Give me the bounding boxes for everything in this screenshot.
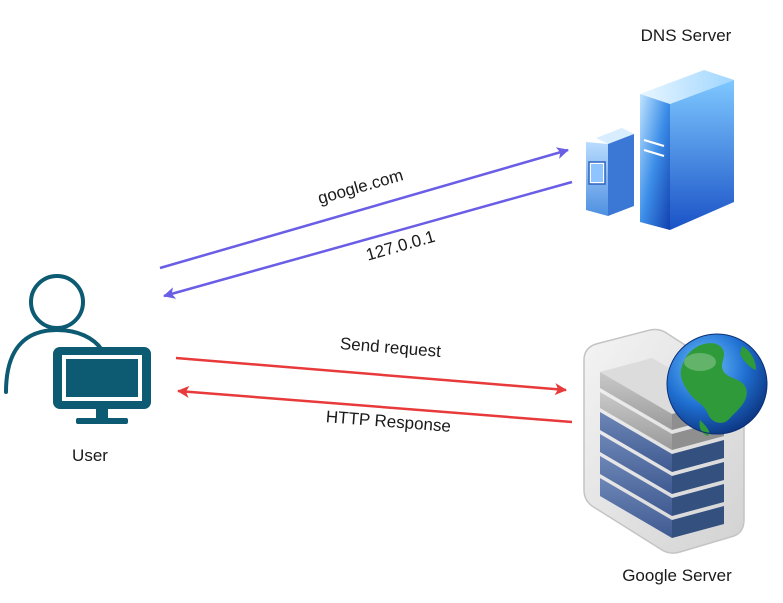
- rack-unit: [600, 456, 724, 516]
- http-request-arrow: [175, 356, 567, 396]
- globe-icon: [666, 333, 768, 436]
- edge-http-response: HTTP Response: [177, 385, 573, 436]
- dns-reply-label: 127.0.0.1: [364, 227, 437, 265]
- dns-reply-arrow: [163, 180, 573, 299]
- user-label: User: [72, 446, 108, 465]
- rack-unit: [600, 434, 724, 494]
- dns-query-arrow: [159, 147, 569, 270]
- rack-unit: [600, 412, 724, 472]
- user-computer-icon: [4, 274, 151, 424]
- edge-dns-reply: 127.0.0.1: [163, 180, 573, 299]
- http-request-label: Send request: [339, 334, 442, 361]
- dns-server-icon: [586, 70, 734, 230]
- server-rack-globe-icon: [583, 328, 768, 554]
- google-server-node: Google Server: [583, 328, 768, 585]
- http-response-arrow: [177, 385, 573, 424]
- rack-unit: [600, 478, 724, 538]
- edge-http-request: Send request: [175, 334, 567, 396]
- user-node: User: [4, 274, 151, 465]
- dns-server-label: DNS Server: [641, 26, 732, 45]
- dns-server-node: DNS Server: [586, 26, 734, 230]
- google-server-label: Google Server: [622, 566, 732, 585]
